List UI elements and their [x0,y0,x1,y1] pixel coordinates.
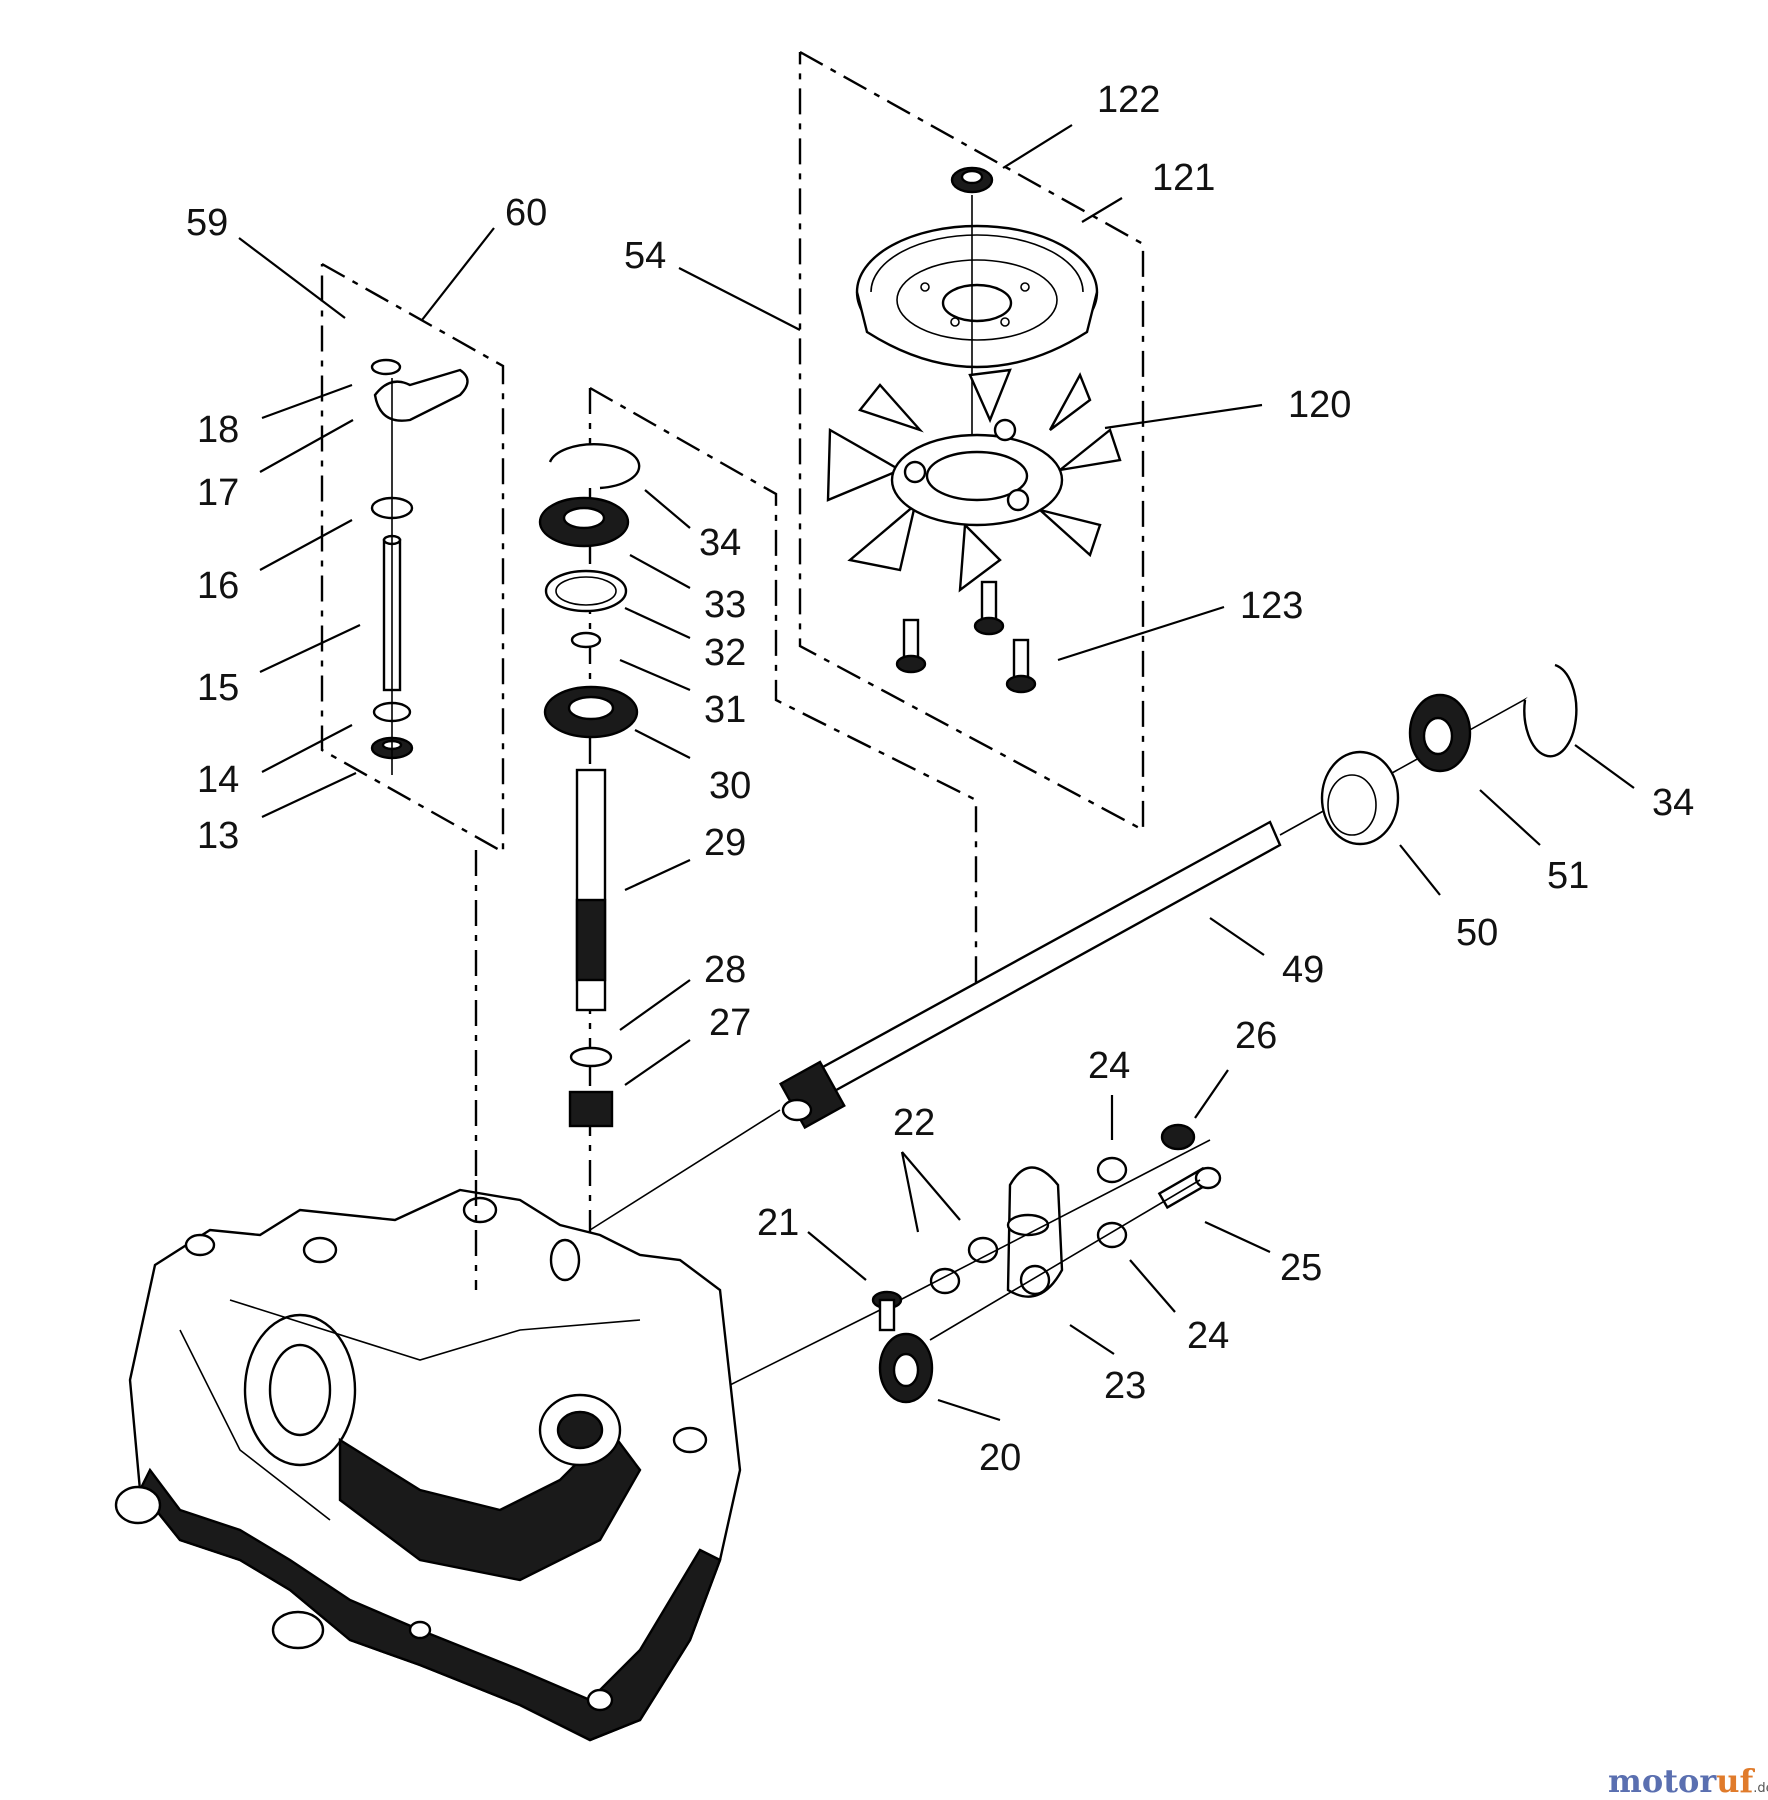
fan-120 [826,368,1122,593]
watermark-part1: motor [1608,1762,1717,1800]
callout-121: 121 [1152,157,1215,199]
bolt-25 [1157,1166,1222,1210]
callout-22: 22 [893,1102,935,1144]
callout-24-bottom: 24 [1187,1315,1229,1357]
callout-17: 17 [197,472,239,514]
callout-28: 28 [704,949,746,991]
watermark-suffix: .de [1753,1781,1768,1796]
callout-59: 59 [186,202,228,244]
input-shaft-stack [538,443,641,1128]
callout-34-right: 34 [1652,782,1694,824]
callout-labels: 122 121 54 120 123 59 60 18 17 16 15 14 … [186,79,1694,1479]
watermark-part2: uf [1716,1762,1755,1800]
bolts-123 [895,580,1037,694]
callout-123: 123 [1240,585,1303,627]
control-shaft-assembly [370,358,469,775]
callout-32: 32 [704,632,746,674]
callout-33: 33 [704,584,746,626]
callout-120: 120 [1288,384,1351,426]
callout-14: 14 [197,759,239,801]
callout-34-top: 34 [699,522,741,564]
axle-49 [779,820,1282,1130]
pulley-121 [855,224,1099,369]
pin-21 [871,1290,903,1332]
callout-29: 29 [704,822,746,864]
callout-21: 21 [757,1202,799,1244]
callout-18: 18 [197,409,239,451]
callout-13: 13 [197,815,239,857]
callout-122: 122 [1097,79,1160,121]
washers-24 [1096,1156,1128,1249]
transaxle-housing [114,1188,742,1742]
snap-ring-34b [1523,663,1578,758]
callout-50: 50 [1456,912,1498,954]
leader-lines [238,124,1635,1422]
callout-23: 23 [1104,1365,1146,1407]
callout-51: 51 [1547,855,1589,897]
seal-20 [878,1332,934,1404]
svg-text:motoruf.de: motoruf.de [1608,1762,1768,1800]
callout-27: 27 [709,1002,751,1044]
washers-22 [929,1236,999,1295]
bracket-23 [1006,1166,1064,1298]
bearing-50 [1320,750,1400,846]
callout-15: 15 [197,667,239,709]
callout-49: 49 [1282,949,1324,991]
nut-122 [950,166,994,194]
callout-54: 54 [624,235,666,277]
callout-16: 16 [197,565,239,607]
bearing-51 [1408,693,1472,773]
callout-25: 25 [1280,1247,1322,1289]
watermark-logo: motoruf.de [1608,1762,1768,1800]
callout-26: 26 [1235,1015,1277,1057]
nut-26 [1160,1123,1196,1151]
callout-30: 30 [709,765,751,807]
callout-60: 60 [505,192,547,234]
callout-31: 31 [704,689,746,731]
callout-20: 20 [979,1437,1021,1479]
callout-24-top: 24 [1088,1045,1130,1087]
